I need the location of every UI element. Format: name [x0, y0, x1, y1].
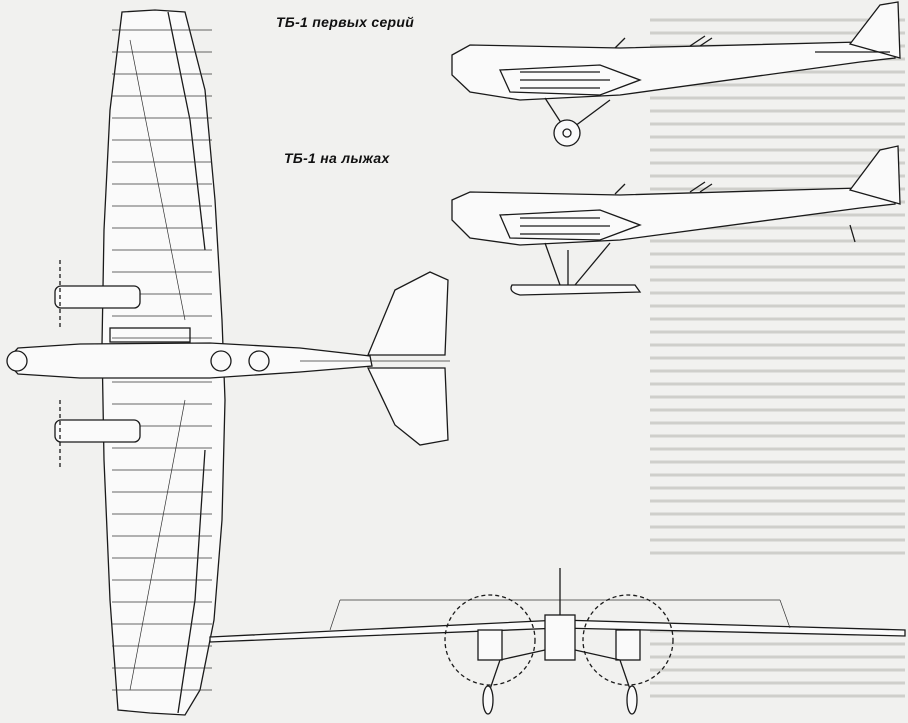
- guns-1: [614, 35, 713, 49]
- ski-struts: [544, 242, 611, 286]
- nose-gunner-ring: [6, 350, 28, 372]
- wing-diagonal: [129, 39, 186, 691]
- wheel-hub-1: [562, 128, 572, 138]
- engine-1: [499, 64, 642, 96]
- gunner-ring-1: [210, 350, 232, 372]
- fuselage-plan: [10, 342, 373, 379]
- engine-nacelle-top: [54, 285, 141, 309]
- label-first-series: ТБ-1 первых серий: [276, 14, 415, 30]
- tailplane-top: [367, 271, 449, 356]
- engine-2: [499, 209, 642, 241]
- front-view: [209, 568, 906, 715]
- guns-2: [614, 181, 713, 195]
- plan-view: [6, 9, 450, 716]
- fuselage-side-2: [451, 187, 896, 246]
- engine-front-left: [477, 629, 503, 661]
- tail-skid: [849, 224, 856, 243]
- fuselage-front: [544, 614, 576, 661]
- propeller-disc-left: [444, 594, 536, 686]
- aileron-bottom: [177, 449, 206, 714]
- side-view-on-skis: [451, 145, 901, 296]
- wheel-1: [553, 119, 581, 147]
- tail-fin-1: [848, 1, 901, 59]
- fuselage-side-1: [451, 41, 896, 101]
- side-view-first-series: [451, 1, 901, 147]
- background-bleed-through: [650, 18, 905, 698]
- aileron-top: [167, 11, 206, 251]
- wheel-front-right: [626, 685, 638, 715]
- tailplane-bottom: [366, 367, 449, 446]
- tail-fin-2: [848, 145, 901, 205]
- cockpit: [109, 327, 191, 343]
- ski: [510, 284, 642, 296]
- label-on-skis: ТБ-1 на лыжах: [284, 150, 390, 166]
- engine-nacelle-bottom: [54, 419, 141, 443]
- wheel-front-left: [482, 685, 494, 715]
- gunner-ring-2: [248, 350, 270, 372]
- gear-front: [487, 649, 633, 696]
- engine-front-right: [615, 629, 641, 661]
